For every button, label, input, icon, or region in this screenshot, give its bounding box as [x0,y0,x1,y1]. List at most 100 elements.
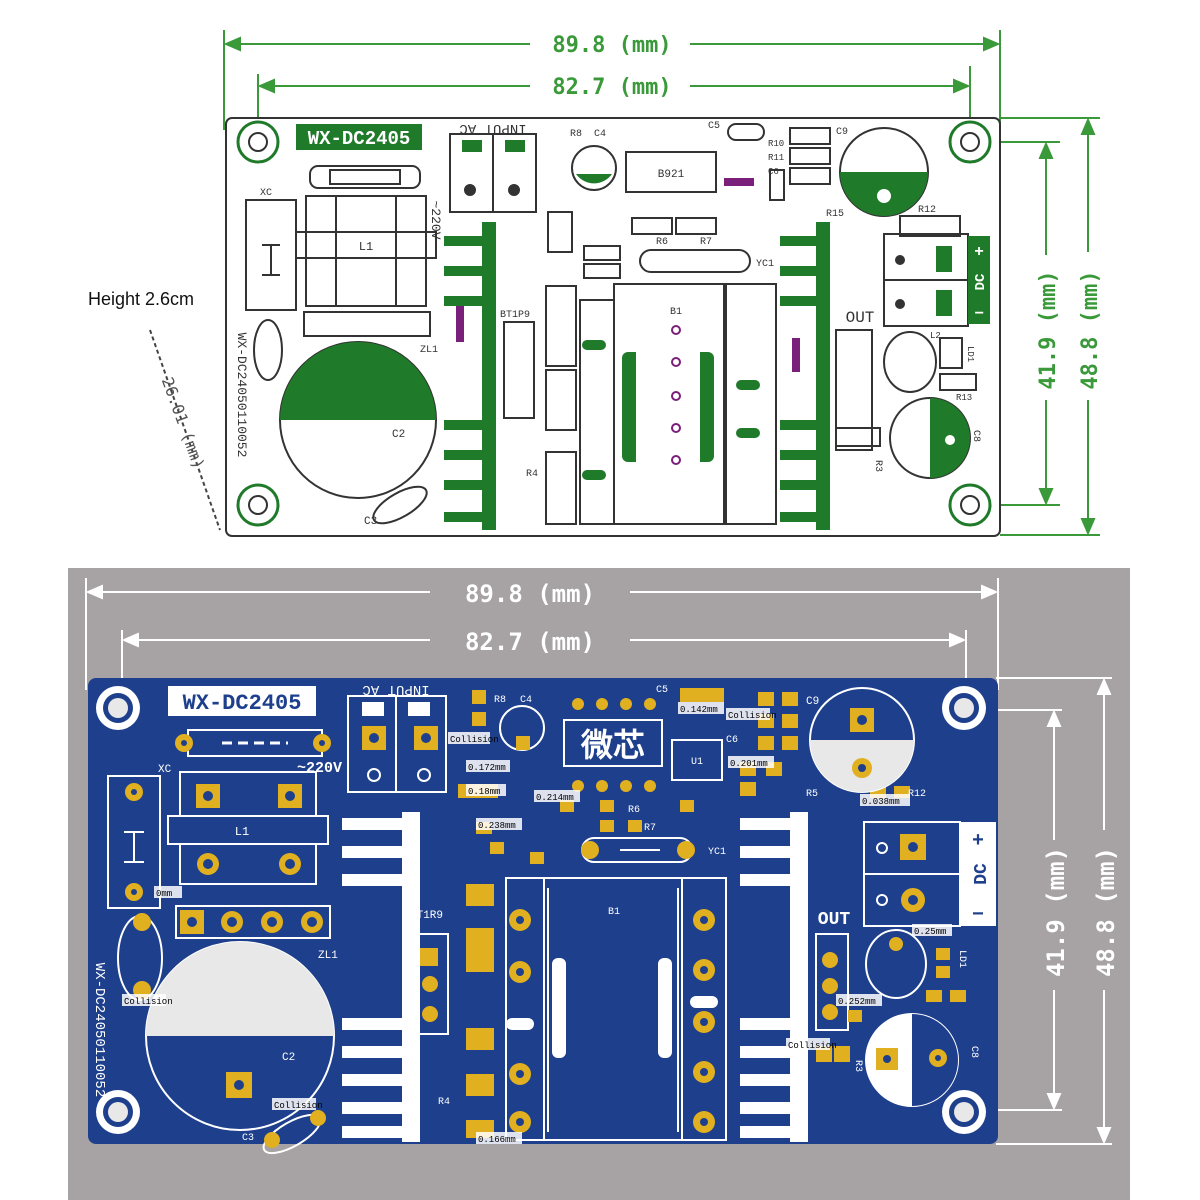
measure-label: Collision [274,1101,323,1111]
measure-bg [466,760,510,772]
top-dim-width-total: 89.8 (mm) [552,33,671,58]
top-dc-label-bg [968,236,990,324]
top-dc-plus: + [974,243,984,261]
bottom-out-mosfet [815,933,849,1031]
bottom-l1-choke [167,771,329,885]
top-ref-c2: C2 [392,429,405,441]
top-ref-c5: C5 [708,121,720,132]
measure-label: 0.214mm [536,793,574,803]
top-ref-c8: C8 [970,430,981,442]
bottom-mounting-holes [96,686,986,1134]
bottom-dc-label: DC [972,863,992,885]
top-ref-r6: R6 [656,237,668,248]
bottom-dimensions [85,578,1112,1145]
measure-label: Collision [124,997,173,1007]
bottom-ref-yc1: YC1 [708,847,726,858]
top-ref-c6: C6 [768,167,779,177]
top-c4-cap [571,145,617,191]
top-bt-mosfet [503,321,535,419]
bottom-l2-pad [889,937,903,951]
bottom-c9-capacitor [809,687,915,793]
top-dim-width-holes: 82.7 (mm) [552,75,671,100]
bottom-ref-u1: U1 [691,757,703,768]
measure-bg [272,1098,316,1110]
top-c9-capacitor [839,127,929,217]
bottom-transformer-b1 [505,877,727,1141]
measure-bg [836,994,882,1006]
measure-bg [786,1038,830,1050]
bottom-c3-pad-b [264,1132,280,1148]
top-model-label: WX-DC2405 [308,128,411,150]
measure-bg [726,708,770,720]
bottom-ref-r4: R4 [438,1097,450,1108]
top-ref-ld1: LD1 [965,346,975,362]
measure-label: 0.172mm [468,763,506,773]
bottom-out-label: OUT [818,910,851,930]
top-c2-capacitor [279,341,437,499]
top-heatsink-left [444,222,496,530]
bottom-input-terminal [347,695,447,793]
bottom-b1-pins [506,909,718,1133]
top-ref-r4: R4 [526,469,538,480]
bottom-brand-bg [563,719,663,767]
top-dc-terminal [883,233,969,327]
bottom-ref-c8: C8 [968,1046,979,1058]
bottom-c2-capacitor [145,941,335,1131]
bottom-ref-c3: C3 [242,1133,254,1144]
top-ref-zl1: ZL1 [420,345,438,356]
bottom-voltage-label: ~220V [297,760,342,777]
top-l2 [883,331,937,393]
top-jumper-c [792,338,800,372]
bottom-ref-c9: C9 [806,696,819,708]
top-transformer-b1 [579,283,777,525]
bottom-ref-c4: C4 [520,695,532,706]
top-voltage-label: ~220V [428,200,443,239]
bottom-ref-ld1: LD1 [956,950,967,968]
bottom-fuse [175,729,331,757]
top-ref-r12: R12 [918,205,936,216]
top-ref-r15: R15 [826,209,844,220]
bottom-dim-height-total: 48.8 (mm) [1092,847,1120,977]
bottom-model-label-bg [168,686,316,716]
bottom-c4-pad [516,736,530,750]
top-ref-r8: R8 [570,129,582,140]
measure-label: 0mm [156,889,172,899]
measure-bg [476,818,522,830]
top-input-label: INPUT AC [459,120,526,136]
bottom-ref-r7: R7 [644,823,656,834]
bottom-ref-b1: B1 [608,907,620,918]
top-b1-core-inner [636,352,700,462]
measure-bg [860,794,910,806]
top-input-terminal [449,133,537,213]
top-dc-label: DC [973,273,989,290]
top-board-drawing: 89.8 (mm) 82.7 (mm) 41.9 (mm) 48.8 (mm) … [88,30,1103,537]
top-b1-pins [671,325,681,465]
top-ref-r7: R7 [700,237,712,248]
top-dimensions [149,30,1100,536]
bottom-ic-pads [572,698,656,792]
bottom-ref-c5: C5 [656,685,668,696]
bottom-u1 [671,739,723,781]
bottom-c3-pad [310,1110,326,1126]
bottom-brand: 微芯 [580,726,645,764]
top-c4-fill [576,174,612,184]
bottom-bt-mosfet [407,933,449,1035]
top-jumper-b [724,178,754,186]
measure-bg [534,790,580,802]
measure-label: 0.201mm [730,759,768,769]
bottom-dim-height-holes: 41.9 (mm) [1042,847,1070,977]
measure-label: 0.238mm [478,821,516,831]
measure-label: Collision [728,711,777,721]
top-varistor [253,319,283,381]
bottom-pad-row [175,905,331,939]
measure-bg [122,994,166,1006]
top-c8-capacitor [889,397,971,479]
bottom-xcap [107,775,161,909]
top-ref-l1: L1 [359,240,373,254]
top-ref-bt1p9: BT1P9 [500,310,530,321]
measure-bg [912,924,952,936]
bottom-ref-r3: R3 [852,1060,863,1072]
top-resistor-strip [303,311,431,337]
bottom-measurements: Collision 0.172mm 0.18mm 0.214mm 0.238mm… [122,702,952,1145]
